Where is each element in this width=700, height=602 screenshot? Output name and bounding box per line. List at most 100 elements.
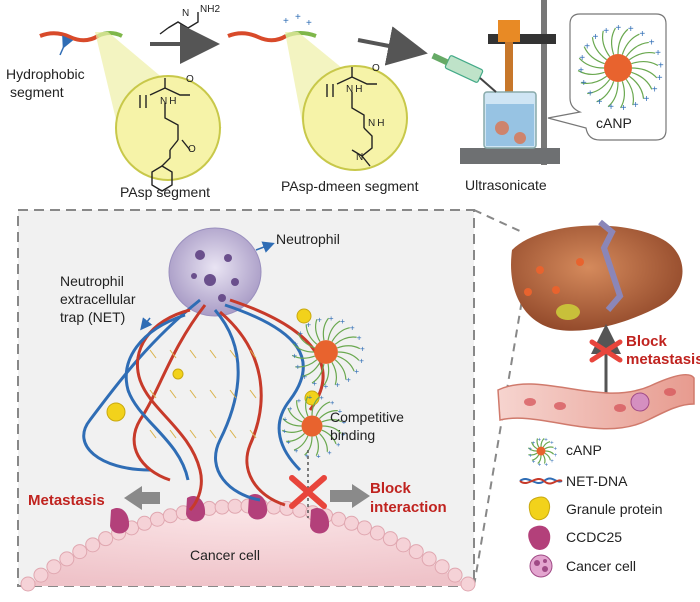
net-label-line1: Neutrophil (60, 273, 124, 289)
svg-text:+: + (658, 60, 664, 71)
svg-text:+: + (282, 426, 287, 435)
neutrophil-label: Neutrophil (276, 231, 340, 247)
svg-text:+: + (657, 73, 663, 84)
competitive-label-line1: Competitive (330, 409, 404, 425)
circulating-cancer-cell (630, 392, 650, 412)
svg-text:+: + (550, 459, 554, 465)
svg-text:+: + (538, 463, 542, 469)
svg-text:+: + (297, 396, 302, 405)
svg-text:+: + (317, 314, 322, 324)
net-label-line3: trap (NET) (60, 309, 125, 325)
svg-text:+: + (537, 437, 541, 443)
svg-text:+: + (655, 48, 661, 59)
legend-label-granule-protein: Granule protein (566, 501, 663, 517)
segment-pointer-arrow (59, 35, 74, 56)
svg-text:+: + (327, 448, 332, 457)
zoom-line-top (473, 209, 523, 233)
svg-text:+: + (554, 453, 558, 459)
svg-text:+: + (342, 418, 347, 427)
blood-vessel (497, 373, 695, 430)
gallbladder (556, 304, 580, 320)
legend: ++++++++++++ cANP NET-DNA Granule protei… (519, 437, 663, 578)
svg-text:+: + (644, 94, 650, 105)
svg-text:+: + (597, 97, 603, 108)
svg-text:+: + (608, 102, 614, 113)
svg-text:+: + (330, 398, 335, 407)
cancer-cell-label: Cancer cell (190, 547, 260, 563)
svg-text:+: + (354, 366, 359, 376)
process-arrow (357, 26, 428, 66)
stand-rod (541, 0, 547, 165)
svg-text:+: + (341, 429, 346, 438)
cancer-cell-icon (529, 554, 553, 578)
neutrophil-granules (191, 250, 239, 302)
svg-text:+: + (545, 463, 549, 469)
block-arrow-head (352, 484, 370, 508)
liver-organ (511, 225, 683, 331)
svg-text:+: + (550, 441, 554, 447)
beaker-solution (486, 104, 534, 146)
legend-label-canp: cANP (566, 442, 602, 458)
pasp-dmeen-chemical-structure (326, 67, 377, 167)
svg-text:+: + (528, 447, 532, 453)
sonicator-head (498, 20, 520, 42)
ccdc25-receptors (110, 493, 330, 534)
metastasis-label: Metastasis (28, 492, 105, 509)
hydrophobic-label-line2: segment (10, 84, 64, 100)
svg-text:+: + (298, 328, 303, 338)
pasp-dmeen-structure-circle (302, 65, 408, 171)
svg-text:+: + (592, 32, 598, 43)
svg-text:+: + (615, 23, 621, 34)
hydrophobic-label-line1: Hydrophobic (6, 66, 85, 82)
legend-label-net-dna: NET-DNA (566, 473, 628, 489)
dna-icon (519, 477, 563, 485)
block-interaction-cross (289, 475, 327, 509)
block-interaction-label-line2: interaction (370, 499, 447, 516)
neutrophil-cell (168, 227, 262, 317)
svg-text:+: + (283, 16, 289, 27)
net-pointer-arrow (140, 317, 153, 331)
svg-text:+: + (581, 78, 587, 89)
svg-text:+: + (319, 393, 324, 402)
dmeen-reagent-structure (159, 12, 199, 35)
block-interaction-label-line1: Block (370, 480, 412, 497)
pasp-segment-label: PAsp segment (120, 184, 210, 200)
sonicator-probe (505, 42, 513, 112)
svg-text:+: + (639, 29, 645, 40)
svg-text:+: + (584, 42, 590, 53)
canp-icon: ++++++++++++ (527, 437, 558, 469)
block-metastasis-label-line2: metastasis (626, 351, 700, 368)
svg-text:+: + (312, 378, 317, 388)
granule-protein-icon (528, 496, 550, 521)
svg-text:+: + (350, 323, 355, 333)
blood-cells (524, 388, 676, 412)
chem-nh-label: N H (160, 96, 176, 107)
svg-text:+: + (336, 440, 341, 449)
svg-text:+: + (652, 84, 658, 95)
metastasis-arrow-head (124, 486, 142, 510)
svg-text:+: + (302, 371, 307, 381)
svg-text:+: + (288, 404, 293, 413)
competitive-label-line2: binding (330, 427, 375, 443)
canp-nanoparticle-large: ++++++++++++++++++++ (577, 23, 664, 114)
svg-text:+: + (649, 37, 655, 48)
svg-text:+: + (286, 437, 291, 446)
svg-text:+: + (294, 446, 299, 455)
svg-text:+: + (323, 381, 328, 391)
pasp-structure-circle (115, 75, 221, 181)
syringe (431, 52, 497, 93)
svg-text:+: + (316, 452, 321, 461)
svg-text:+: + (308, 392, 313, 401)
block-metastasis-cross (589, 339, 623, 363)
svg-text:+: + (579, 53, 585, 64)
hydrophobic-polymer-chain-2 (227, 31, 288, 43)
ultrasonication-apparatus (431, 0, 560, 165)
reagent-n-label: N (182, 8, 189, 19)
granule-proteins (106, 308, 320, 422)
chem-o-label-1: O (186, 74, 194, 85)
hydrophobic-polymer-chain (39, 31, 100, 43)
svg-text:+: + (292, 350, 297, 360)
svg-text:+: + (360, 344, 365, 354)
svg-text:+: + (603, 26, 609, 37)
